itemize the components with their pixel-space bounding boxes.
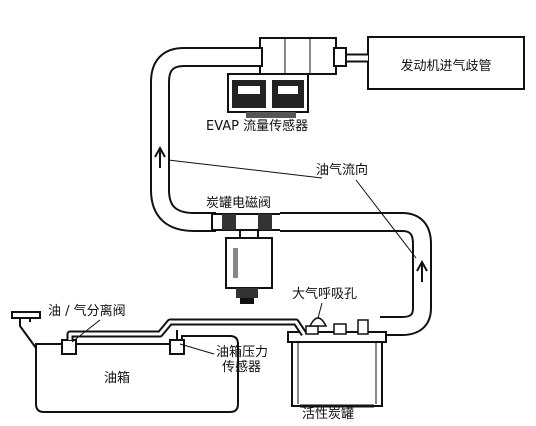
- flow-arrow-up-right: [416, 259, 428, 282]
- pipe-tank-to-canister: [66, 318, 307, 340]
- intake-manifold-box: [367, 36, 525, 90]
- fuel-tank: [11, 311, 239, 413]
- separator-valve-label: 油 / 气分离阀: [48, 304, 126, 319]
- carbon-canister: [287, 317, 387, 408]
- canister-label: 活性炭罐: [302, 407, 355, 422]
- leader-separator: [71, 319, 101, 343]
- leader-pressure-sensor: [179, 343, 215, 355]
- pressure-sensor-label-1: 油箱压力: [216, 345, 269, 360]
- canister-solenoid-valve: [211, 213, 283, 304]
- fuel-tank-label: 油箱: [104, 371, 131, 386]
- pressure-sensor-label-2: 传感器: [222, 360, 262, 375]
- intake-manifold-label: 发动机进气歧管: [400, 59, 492, 74]
- pipe-sensor-to-valve: [150, 47, 246, 232]
- leader-vapor-flow: [167, 159, 323, 179]
- evap-sensor-label: EVAP 流量传感器: [206, 119, 309, 134]
- leader-vent: [317, 302, 323, 319]
- vapor-flow-label: 油气流向: [316, 163, 369, 178]
- atmosphere-vent-label: 大气呼吸孔: [292, 287, 358, 302]
- flow-arrow-up-left: [154, 145, 166, 168]
- canister-valve-label: 炭罐电磁阀: [206, 196, 272, 211]
- leader-vapor-flow-right: [355, 179, 417, 259]
